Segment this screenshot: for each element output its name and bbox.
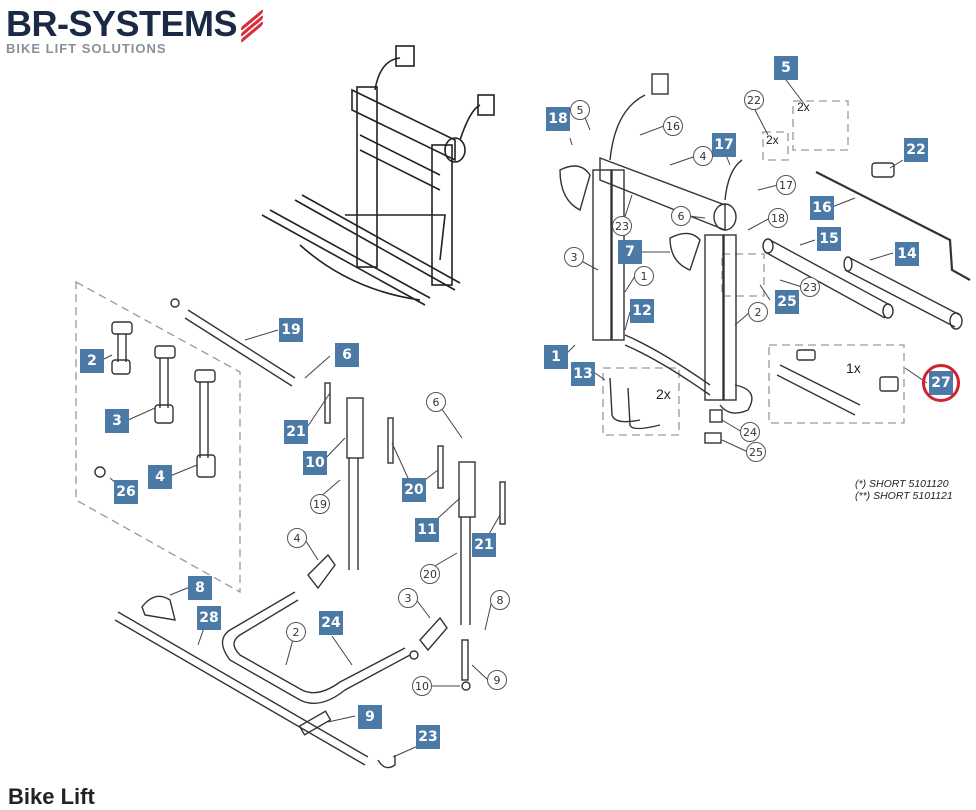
- callout-23: 23: [612, 216, 632, 236]
- part-label-19: 19: [279, 318, 303, 342]
- part-label-6: 6: [335, 343, 359, 367]
- part-label-10: 10: [303, 451, 327, 475]
- logo-title: BR-SYSTEMS: [6, 3, 238, 44]
- callout-4: 4: [693, 146, 713, 166]
- part-label-28: 28: [197, 606, 221, 630]
- callout-3b: 3: [398, 588, 418, 608]
- callout-5: 5: [570, 100, 590, 120]
- callout-20: 20: [420, 564, 440, 584]
- note-short-1: (*) SHORT 5101120: [855, 478, 949, 490]
- callout-23b: 23: [800, 277, 820, 297]
- callout-3: 3: [564, 247, 584, 267]
- callout-1: 1: [634, 266, 654, 286]
- callout-17: 17: [776, 175, 796, 195]
- group-box-22: [762, 131, 789, 161]
- part-label-26: 26: [114, 480, 138, 504]
- part-label-1: 1: [544, 345, 568, 369]
- callout-24: 24: [740, 422, 760, 442]
- group-box-25: [721, 253, 765, 297]
- part-label-25: 25: [775, 290, 799, 314]
- callout-8: 8: [490, 590, 510, 610]
- part-label-14: 14: [895, 242, 919, 266]
- part-label-20: 20: [402, 478, 426, 502]
- callout-22: 22: [744, 90, 764, 110]
- note-short-2: (**) SHORT 5101121: [855, 490, 953, 502]
- callout-18: 18: [768, 208, 788, 228]
- part-label-7: 7: [618, 240, 642, 264]
- callout-25: 25: [746, 442, 766, 462]
- qty-group-5: 2x: [797, 100, 810, 114]
- callout-19: 19: [310, 494, 330, 514]
- leader-lines: [101, 79, 928, 758]
- qty-group-13: 2x: [656, 386, 671, 402]
- callout-2: 2: [748, 302, 768, 322]
- part-label-11: 11: [415, 518, 439, 542]
- callout-2b: 2: [286, 622, 306, 642]
- part-label-24: 24: [319, 611, 343, 635]
- group-box-5: [792, 100, 849, 151]
- logo-subtitle: BIKE LIFT SOLUTIONS: [6, 41, 167, 56]
- part-label-2: 2: [80, 349, 104, 373]
- part-label-5: 5: [774, 56, 798, 80]
- part-label-4: 4: [148, 465, 172, 489]
- part-label-9: 9: [358, 705, 382, 729]
- group-box-13: [602, 367, 680, 436]
- callout-4b: 4: [287, 528, 307, 548]
- dashed-group-boxes: [75, 100, 905, 594]
- qty-group-22: 2x: [766, 133, 779, 147]
- part-label-21b: 21: [472, 533, 496, 557]
- assembled-lift-drawing: [261, 45, 495, 306]
- brand-logo: BR-SYSTEMS BIKE LIFT SOLUTIONS: [6, 3, 264, 56]
- callout-10: 10: [412, 676, 432, 696]
- callout-9: 9: [487, 670, 507, 690]
- part-label-16: 16: [810, 196, 834, 220]
- callout-6: 6: [671, 206, 691, 226]
- group-box-bike-holders: [75, 280, 241, 594]
- footer-heading: Bike Lift: [8, 784, 95, 809]
- part-label-15: 15: [817, 227, 841, 251]
- part-label-13: 13: [571, 362, 595, 386]
- part-label-21: 21: [284, 420, 308, 444]
- group-box-27: [768, 344, 905, 424]
- part-label-8: 8: [188, 576, 212, 600]
- part-label-22: 22: [904, 138, 928, 162]
- qty-group-27: 1x: [846, 360, 861, 376]
- callout-6b: 6: [426, 392, 446, 412]
- part-label-3: 3: [105, 409, 129, 433]
- highlight-circle-part-27: [922, 364, 960, 402]
- part-label-17: 17: [712, 133, 736, 157]
- part-label-18: 18: [546, 107, 570, 131]
- left-exploded-drawing: [94, 298, 506, 769]
- part-label-12: 12: [630, 299, 654, 323]
- part-label-23: 23: [416, 725, 440, 749]
- callout-16: 16: [663, 116, 683, 136]
